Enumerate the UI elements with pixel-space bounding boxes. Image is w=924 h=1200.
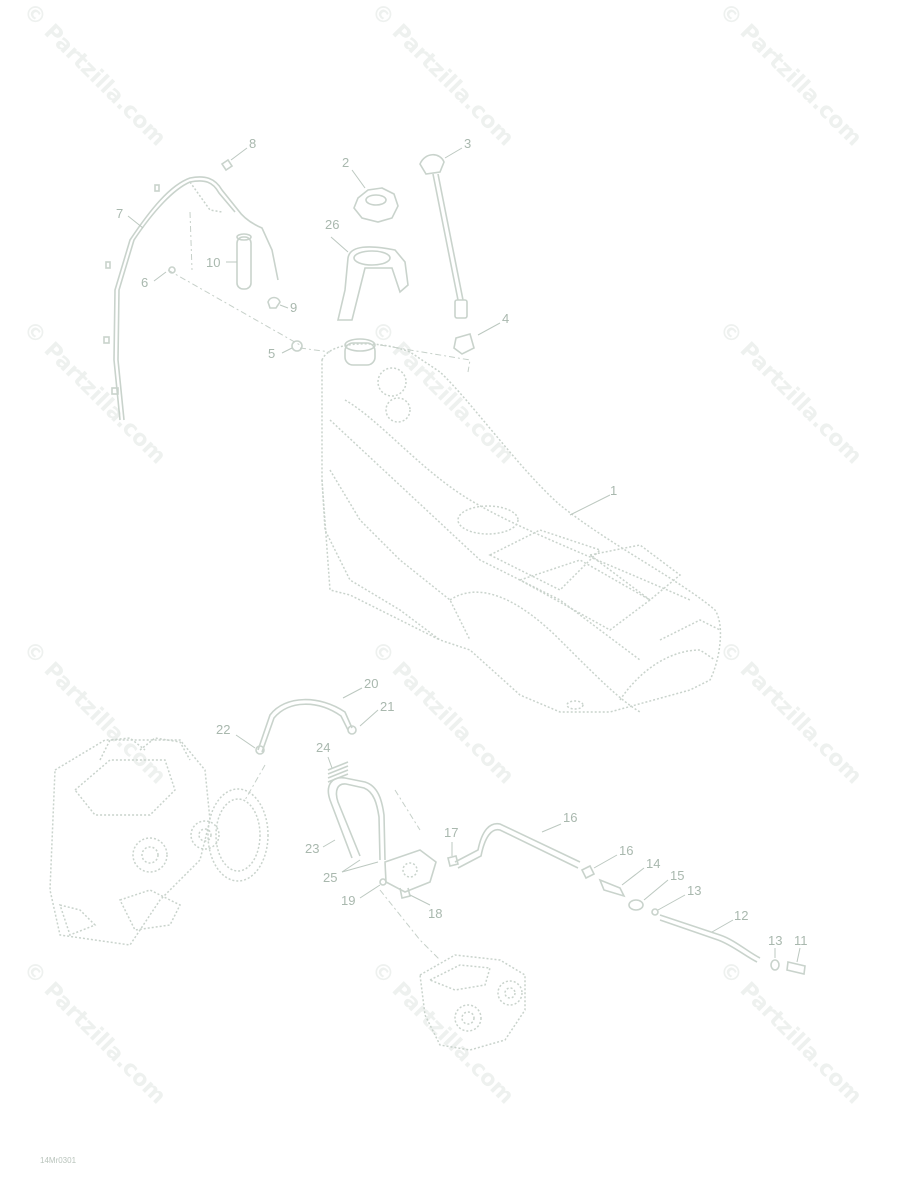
watermark: © Partzilla.com xyxy=(18,637,171,790)
callout-15-main: 15 xyxy=(670,868,684,883)
assembly-lines xyxy=(167,211,471,961)
fuel-hoses-drawing xyxy=(255,698,437,899)
diagram-code: 14Mr0301 xyxy=(40,1156,77,1165)
callout-18: 17 xyxy=(444,825,458,840)
callout-10: 10 xyxy=(206,255,220,270)
callout-17: 16 xyxy=(563,810,577,825)
cap-holder-drawing xyxy=(336,246,409,321)
fuel-gauge-drawing xyxy=(419,153,475,355)
callout-8: 8 xyxy=(249,136,256,151)
callout-3: 3 xyxy=(464,136,471,151)
watermark: © Partzilla.com xyxy=(18,317,171,470)
callout-9: 9 xyxy=(290,300,297,315)
callout-11: 11 xyxy=(794,933,808,948)
callout-1: 1 xyxy=(610,483,617,498)
callout-13a: 13 xyxy=(687,883,701,898)
callout-27: 26 xyxy=(325,217,339,232)
callout-19: 18 xyxy=(428,906,442,921)
filler-cap-drawing xyxy=(353,187,399,223)
callout-16: 16 xyxy=(619,843,633,858)
fuel-tank-drawing xyxy=(321,338,722,713)
callout-labels: 1 2 3 4 5 6 7 8 9 10 26 20 21 22 24 23 2… xyxy=(116,136,808,948)
watermark: © Partzilla.com xyxy=(18,0,171,151)
callout-4: 4 xyxy=(502,311,509,326)
carburetor-drawing xyxy=(419,954,526,1051)
callout-22: 21 xyxy=(380,699,394,714)
callout-25: 24 xyxy=(316,740,330,755)
vent-line-drawing xyxy=(103,158,303,421)
callout-12: 12 xyxy=(734,908,748,923)
watermark: © Partzilla.com xyxy=(714,0,867,151)
callout-2: 2 xyxy=(342,155,349,170)
callout-21: 20 xyxy=(364,676,378,691)
callout-13b: 13 xyxy=(768,933,782,948)
callout-6: 6 xyxy=(141,275,148,290)
watermark: © Partzilla.com xyxy=(714,637,867,790)
watermark: © Partzilla.com xyxy=(714,957,867,1110)
callout-26: 25 xyxy=(323,870,337,885)
callout-23: 22 xyxy=(216,722,230,737)
watermark: © Partzilla.com xyxy=(366,317,519,470)
leader-lines xyxy=(127,147,801,963)
watermark: © Partzilla.com xyxy=(18,957,171,1110)
callout-7: 7 xyxy=(116,206,123,221)
engine-drawing xyxy=(49,737,269,946)
watermark: © Partzilla.com xyxy=(714,317,867,470)
fuel-line-drawing xyxy=(447,822,806,975)
callout-5: 5 xyxy=(268,346,275,361)
watermark: © Partzilla.com xyxy=(366,957,519,1110)
watermark: © Partzilla.com xyxy=(366,0,519,151)
callout-24: 23 xyxy=(305,841,319,856)
callout-14: 14 xyxy=(646,856,660,871)
callout-20: 19 xyxy=(341,893,355,908)
